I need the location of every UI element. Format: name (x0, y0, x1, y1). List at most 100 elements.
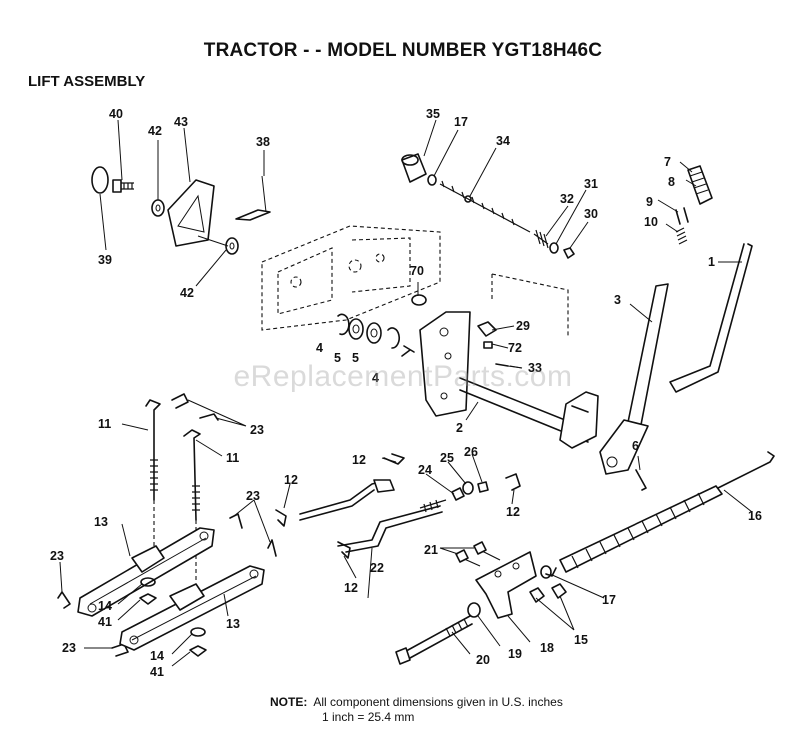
callout-26: 26 (464, 445, 478, 459)
callout-14-upper: 14 (98, 599, 112, 613)
part-25-washer (462, 481, 474, 495)
part-9-rod (675, 207, 689, 225)
callout-16: 16 (748, 509, 762, 523)
callout-5-left: 5 (334, 351, 341, 365)
callout-30: 30 (584, 207, 598, 221)
callout-9: 9 (646, 195, 653, 209)
callout-29: 29 (516, 319, 530, 333)
note-first-line: NOTE: All component dimensions given in … (270, 695, 563, 709)
callout-8: 8 (668, 175, 675, 189)
part-17-washer-lower (540, 565, 552, 579)
part-15-nuts (529, 583, 567, 603)
part-20-bolt (395, 615, 473, 665)
part-30-nut (563, 247, 575, 259)
callout-40: 40 (109, 107, 123, 121)
callout-14-lower: 14 (150, 649, 164, 663)
callout-5-right: 5 (352, 351, 359, 365)
leader-lines (59, 119, 753, 667)
part-41-nut-upper (139, 593, 157, 605)
note-label: NOTE: (270, 695, 308, 709)
callout-43: 43 (174, 115, 188, 129)
part-5-washer-left (348, 318, 364, 340)
part-23-clip-left (57, 591, 71, 609)
callout-4-right: 4 (372, 371, 379, 385)
callout-70: 70 (410, 264, 424, 278)
note-text: All component dimensions given in U.S. i… (313, 695, 563, 709)
callout-38: 38 (256, 135, 270, 149)
callout-41-upper: 41 (98, 615, 112, 629)
callout-12-a: 12 (352, 453, 366, 467)
part-13-link-upper (77, 527, 215, 617)
part-6-pin (635, 469, 647, 491)
callout-25: 25 (440, 451, 454, 465)
callout-33: 33 (528, 361, 542, 375)
part-12-clip-c (505, 473, 521, 491)
part-18-bracket (475, 551, 537, 619)
part-38-clip (235, 175, 271, 221)
callout-7: 7 (664, 155, 671, 169)
part-39-ring (91, 166, 109, 194)
callout-41-lower: 41 (150, 665, 164, 679)
callout-20: 20 (476, 653, 490, 667)
part-4-clip-right (387, 327, 400, 349)
callout-35: 35 (426, 107, 440, 121)
part-72-nut (483, 341, 493, 349)
callout-23-bottom: 23 (62, 641, 76, 655)
part-12-clip-b (275, 509, 287, 527)
part-31-washer (549, 242, 559, 254)
part-3-lever (599, 283, 669, 475)
callout-21: 21 (424, 543, 438, 557)
callout-17-upper: 17 (454, 115, 468, 129)
dimensions-note: NOTE: All component dimensions given in … (270, 695, 563, 724)
part-40-bolt (112, 179, 134, 193)
part-33-screw (495, 363, 509, 367)
callout-24: 24 (418, 463, 432, 477)
part-2-lift-shaft (401, 311, 599, 449)
callout-12-c: 12 (506, 505, 520, 519)
part-14-washer-upper (140, 577, 156, 587)
watermark: eReplacementParts.com (233, 360, 573, 393)
callout-18: 18 (540, 641, 554, 655)
callout-31: 31 (584, 177, 598, 191)
part-19-washer (467, 602, 481, 618)
part-7-8-grip (687, 165, 713, 205)
callout-22: 22 (370, 561, 384, 575)
part-23-clip-mid (229, 513, 277, 557)
callout-3: 3 (614, 293, 621, 307)
callout-13-upper: 13 (94, 515, 108, 529)
note-conversion: 1 inch = 25.4 mm (322, 710, 415, 724)
callout-19: 19 (508, 647, 522, 661)
callout-42-lower: 42 (180, 286, 194, 300)
callout-23-left: 23 (50, 549, 64, 563)
callout-72: 72 (508, 341, 522, 355)
part-29-fitting (477, 321, 497, 337)
dashed-guide (491, 273, 569, 338)
part-5-washer-right (366, 322, 382, 344)
callout-34: 34 (496, 134, 510, 148)
callout-11-right: 11 (226, 451, 239, 465)
callout-17-lower: 17 (602, 593, 616, 607)
part-34-threaded-rod (439, 180, 531, 233)
callout-2: 2 (456, 421, 463, 435)
callout-4-left: 4 (316, 341, 323, 355)
part-13-link-lower (119, 565, 265, 651)
part-1-handle (669, 243, 753, 393)
part-11-hanger-left (145, 399, 161, 560)
section-title: LIFT ASSEMBLY (28, 73, 146, 90)
part-23-clip-top (171, 393, 219, 421)
part-10-spring (675, 227, 688, 245)
part-16-spring (545, 451, 775, 577)
part-24-nut (451, 487, 465, 501)
frame-outline (261, 225, 441, 331)
part-21-bolts (455, 541, 501, 567)
part-42-washer-upper (151, 199, 165, 217)
part-43-bracket (167, 179, 215, 247)
callout-11-left: 11 (98, 417, 111, 431)
callout-12-b: 12 (284, 473, 298, 487)
part-4-clip-left (337, 313, 350, 336)
part-42-washer-lower (197, 235, 239, 255)
part-22-link-lower (337, 499, 447, 553)
callout-13-lower: 13 (226, 617, 240, 631)
part-22-link-upper (299, 479, 395, 521)
callout-23-mid: 23 (246, 489, 260, 503)
